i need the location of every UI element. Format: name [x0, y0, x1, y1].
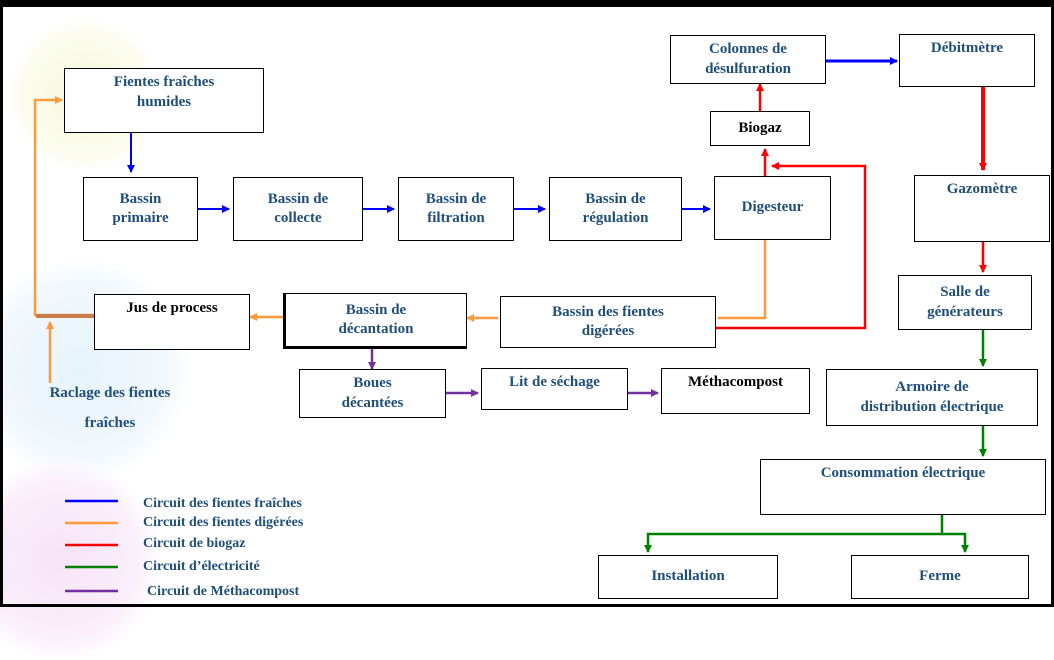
node-ferme: Ferme	[851, 555, 1029, 599]
node-bassin-collecte: Bassin de collecte	[233, 177, 363, 241]
arrow-consommation-to-ferme	[942, 532, 969, 553]
diagram-frame	[0, 0, 1054, 607]
arrow-bassin-digerees-to-biogaz-loop	[716, 162, 867, 330]
label-raclage: Raclage des fientes	[49, 385, 171, 401]
node-bassin-primaire: Bassin primaire	[83, 177, 198, 241]
node-fientes-fraiches: Fientes fraîches humides	[64, 68, 264, 133]
node-gazometre: Gazomètre	[914, 175, 1050, 242]
node-bassin-decantation: Bassin de décantation	[283, 293, 467, 349]
arrow-consommation-to-installation	[644, 515, 944, 553]
node-jus-de-process: Jus de process	[94, 294, 250, 350]
node-salle-generateurs: Salle de générateurs	[898, 275, 1032, 330]
node-bassin-regulation: Bassin de régulation	[549, 177, 682, 241]
node-colonnes-desulfuration: Colonnes de désulfuration	[670, 35, 826, 84]
node-boues-decantees: Boues décantées	[299, 369, 446, 418]
connector-layer	[33, 57, 987, 593]
label-raclage-continued: fraîches	[84, 415, 136, 431]
legend-label-methacompost: Circuit de Méthacompost	[147, 584, 300, 599]
node-methacompost: Méthacompost	[661, 368, 810, 414]
node-bassin-filtration: Bassin de filtration	[398, 177, 514, 241]
legend-label-digested: Circuit des fientes digérées	[143, 515, 304, 530]
arrow-digesteur-to-bassin-digerees	[718, 240, 767, 320]
node-consommation-electrique: Consommation électrique	[760, 459, 1046, 515]
legend-label-fresh: Circuit des fientes fraîches	[143, 496, 302, 511]
node-armoire-distribution: Armoire de distribution électrique	[826, 369, 1038, 426]
node-debitmetre: Débitmètre	[899, 34, 1035, 87]
node-bassin-fientes-digerees: Bassin des fientes digérées	[500, 296, 716, 348]
legend-label-biogas: Circuit de biogaz	[143, 536, 246, 551]
legend-label-electricity: Circuit d’électricité	[143, 559, 260, 574]
node-biogaz: Biogaz	[710, 111, 810, 146]
node-lit-de-sechage: Lit de séchage	[481, 368, 628, 410]
node-digesteur: Digesteur	[714, 176, 831, 240]
node-installation: Installation	[598, 555, 778, 599]
